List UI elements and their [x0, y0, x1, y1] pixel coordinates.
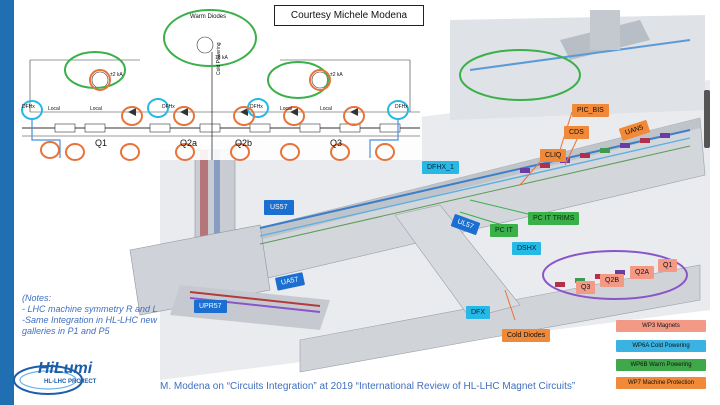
tag-dshx: DSHX — [512, 242, 542, 255]
tag-cliq: CLIQ — [540, 149, 567, 162]
tag-q2b: Q2B — [600, 274, 625, 287]
tag-dfhx1: DFHX_1 — [422, 161, 459, 174]
legend-label: WP3 Magnets — [642, 323, 680, 329]
warm-diodes-label: Warm Diodes — [190, 14, 227, 20]
circuit-schematic — [21, 9, 581, 161]
q-magnets-highlight — [542, 250, 688, 300]
legend-label: WP7 Machine Protection — [627, 380, 695, 386]
hilumi-logo: HiLumi HL-LHC PROJECT — [8, 355, 128, 400]
circuit-q2b-label: Q2b — [235, 138, 253, 148]
notes-line: -Same Integration in HL-LHC new — [22, 315, 158, 325]
dfhx-label: DFHx — [162, 104, 175, 110]
tag-q3: Q3 — [576, 281, 596, 294]
local-label: Local — [48, 106, 60, 112]
tag-pc-it: PC IT — [490, 224, 518, 237]
cold-powering-vertical-label: Cold Powering — [216, 42, 222, 75]
local-label: Local — [320, 106, 332, 112]
ps-label: ±2 kA — [330, 72, 343, 78]
notes-block: (Notes: - LHC machine symmetry R and L -… — [22, 293, 182, 337]
tag-cold-diodes: Cold Diodes — [502, 329, 551, 342]
circuit-q1-label: Q1 — [95, 138, 108, 148]
tag-q1: Q1 — [658, 259, 678, 272]
ps-label: 18 kA — [215, 55, 228, 61]
hilumi-swoosh-icon — [13, 365, 83, 395]
tag-q2a: Q2A — [630, 266, 655, 279]
logo-title: HiLumi — [38, 360, 93, 377]
left-accent-bar — [0, 0, 14, 405]
logo-subtitle: HL-LHC PROJECT — [44, 379, 97, 385]
circuit-q3-label: Q3 — [330, 138, 343, 148]
local-label: Local — [280, 106, 292, 112]
tag-cds: CDS — [564, 126, 589, 139]
tag-pc-it-trims: PC IT TRIMS — [528, 212, 580, 225]
legend-wp3: WP3 Magnets — [616, 320, 706, 332]
courtesy-label: Courtesy Michele Modena — [274, 5, 424, 26]
legend-wp6b: WP6B Warm Powering — [616, 359, 706, 371]
notes-line: (Notes: — [22, 293, 52, 303]
footer-citation: M. Modena on “Circuits Integration” at 2… — [160, 381, 576, 392]
tag-pic-bis: PIC_BIS — [572, 104, 609, 117]
dfhx-label: DFHx — [250, 104, 263, 110]
notes-line: - LHC machine symmetry R and L — [22, 304, 158, 314]
legend-label: WP6A Cold Powering — [632, 343, 690, 349]
dfhx-label: DFHx — [395, 104, 408, 110]
ps-label: ±2 kA — [110, 72, 123, 78]
legend-label: WP6B Warm Powering — [630, 362, 692, 368]
notes-line: galleries in P1 and P5 — [22, 326, 110, 336]
circuit-q2a-label: Q2a — [180, 138, 198, 148]
tag-dfx: DFX — [466, 306, 490, 319]
dfhx-label: DFHx — [22, 104, 35, 110]
legend-wp7: WP7 Machine Protection — [616, 377, 706, 389]
local-label: Local — [90, 106, 102, 112]
tag-upr57: UPR57 — [194, 300, 227, 313]
tag-us57: US57 — [264, 200, 294, 215]
scrollbar[interactable] — [704, 90, 710, 148]
legend-wp6a: WP6A Cold Powering — [616, 340, 706, 352]
